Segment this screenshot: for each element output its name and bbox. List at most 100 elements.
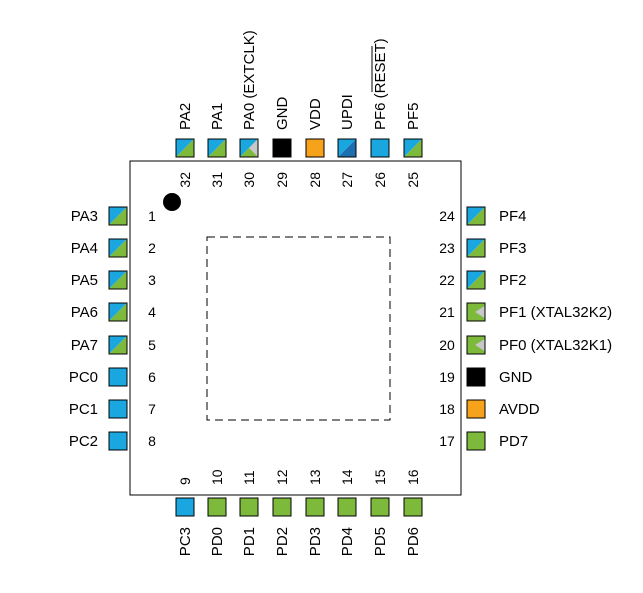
pin-23-number: 23 [439, 240, 455, 256]
pin-11-pad [239, 497, 259, 517]
pin-5-number: 5 [148, 337, 156, 353]
pin-26-label: PF6 (RESET) [372, 38, 389, 130]
pin-22-label: PF2 [499, 272, 527, 289]
pin-25-number: 25 [405, 172, 421, 188]
pin-7-pad [108, 399, 128, 419]
pin-27-label: UPDI [339, 94, 356, 130]
pin-28-number: 28 [307, 172, 323, 188]
pin-19-number: 19 [439, 369, 455, 385]
pin-24-label: PF4 [499, 208, 527, 225]
pin-29-label: GND [274, 97, 291, 131]
pin-15-label: PD5 [372, 527, 389, 556]
pin-17-pad [466, 431, 486, 451]
pin-17-label: PD7 [499, 433, 528, 450]
pin-7-number: 7 [148, 401, 156, 417]
pin-20-pad [466, 335, 486, 355]
pin-26-number: 26 [372, 172, 388, 188]
pin-8-pad [108, 431, 128, 451]
pin-31-number: 31 [209, 172, 225, 188]
pin-6-label: PC0 [69, 369, 98, 386]
pin-9-number: 9 [177, 477, 193, 485]
pin1-indicator-dot [163, 193, 181, 211]
pin-8-label: PC2 [69, 433, 98, 450]
pin-23-label: PF3 [499, 240, 527, 257]
pin-30-number: 30 [241, 172, 257, 188]
pin-31-pad [207, 138, 227, 158]
pin-10-number: 10 [209, 469, 225, 485]
pin-21-pad [466, 302, 486, 322]
pin-30-pad [239, 138, 259, 158]
pin-6-pad [108, 367, 128, 387]
pin-32-pad [175, 138, 195, 158]
pin-21-number: 21 [439, 304, 455, 320]
pin-12-number: 12 [274, 469, 290, 485]
pin-29-number: 29 [274, 172, 290, 188]
pin-17-number: 17 [439, 433, 455, 449]
pin-23-pad [466, 238, 486, 258]
pin-18-number: 18 [439, 401, 455, 417]
pin-20-label: PF0 (XTAL32K1) [499, 337, 612, 354]
pin-1-label: PA3 [71, 208, 98, 225]
pin-27-number: 27 [339, 172, 355, 188]
pin-24-pad [466, 206, 486, 226]
pin-13-pad [305, 497, 325, 517]
pin-16-label: PD6 [405, 527, 422, 556]
pin-29-pad [272, 138, 292, 158]
pin-25-pad [403, 138, 423, 158]
pin-10-label: PD0 [209, 527, 226, 556]
pin-27-pad [337, 138, 357, 158]
pin-19-pad [466, 367, 486, 387]
pin-32-label: PA2 [177, 103, 194, 130]
pin-1-number: 1 [148, 208, 156, 224]
pin-11-label: PD1 [241, 527, 258, 556]
pin-2-number: 2 [148, 240, 156, 256]
pin-9-label: PC3 [177, 527, 194, 556]
pin-15-number: 15 [372, 469, 388, 485]
pin-20-number: 20 [439, 337, 455, 353]
exposed-pad-outline [206, 236, 391, 421]
pin-14-pad [337, 497, 357, 517]
pin-19-label: GND [499, 369, 533, 386]
pin-4-pad [108, 302, 128, 322]
pin-7-label: PC1 [69, 401, 98, 418]
pin-9-pad [175, 497, 195, 517]
pin-10-pad [207, 497, 227, 517]
pin-4-number: 4 [148, 304, 156, 320]
pin-16-pad [403, 497, 423, 517]
pin-2-pad [108, 238, 128, 258]
pin-13-label: PD3 [307, 527, 324, 556]
pin-14-label: PD4 [339, 527, 356, 556]
pin-16-number: 16 [405, 469, 421, 485]
pin-18-pad [466, 399, 486, 419]
pin-8-number: 8 [148, 433, 156, 449]
pin-5-label: PA7 [71, 337, 98, 354]
pin-15-pad [370, 497, 390, 517]
pin-2-label: PA4 [71, 240, 98, 257]
pin-13-number: 13 [307, 469, 323, 485]
chip-body [129, 160, 462, 496]
pin-5-pad [108, 335, 128, 355]
pin-18-label: AVDD [499, 401, 540, 418]
pin-3-number: 3 [148, 272, 156, 288]
pin-1-pad [108, 206, 128, 226]
pin-3-pad [108, 270, 128, 290]
pin-6-number: 6 [148, 369, 156, 385]
pin-22-number: 22 [439, 272, 455, 288]
pin-12-pad [272, 497, 292, 517]
pin-14-number: 14 [339, 469, 355, 485]
pin-11-number: 11 [241, 470, 257, 485]
pin-28-label: VDD [307, 98, 324, 130]
pin-30-label: PA0 (EXTCLK) [241, 30, 258, 130]
pin-22-pad [466, 270, 486, 290]
pin-3-label: PA5 [71, 272, 98, 289]
pin-4-label: PA6 [71, 304, 98, 321]
pin-12-label: PD2 [274, 527, 291, 556]
pin-25-label: PF5 [405, 102, 422, 130]
pin-31-label: PA1 [209, 103, 226, 130]
pin-21-label: PF1 (XTAL32K2) [499, 304, 612, 321]
pin-28-pad [305, 138, 325, 158]
pin-24-number: 24 [439, 208, 455, 224]
pin-26-pad [370, 138, 390, 158]
